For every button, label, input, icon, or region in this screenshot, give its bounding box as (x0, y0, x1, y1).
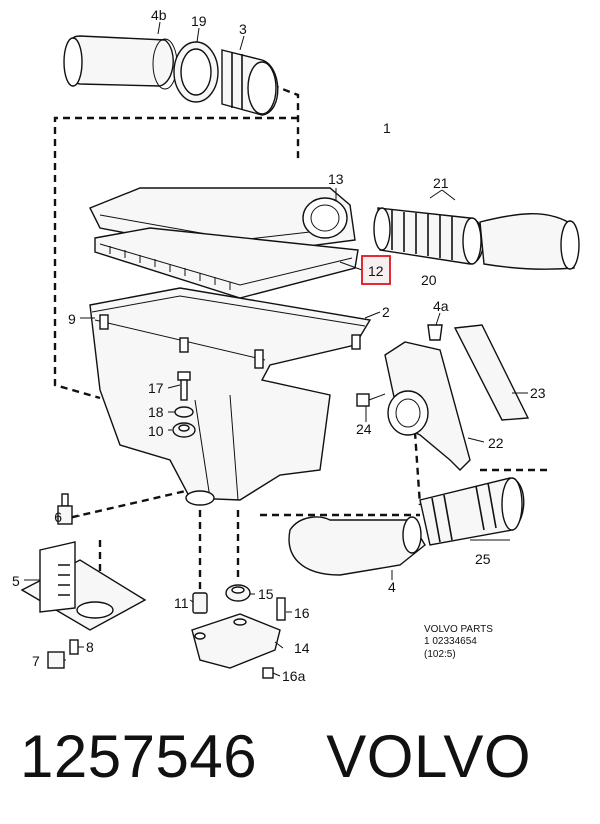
bracket-22 (384, 341, 471, 471)
lower-hose-4 (288, 516, 426, 576)
screw-8 (69, 639, 79, 655)
spacer-11 (192, 592, 208, 614)
filter-element (94, 227, 359, 299)
label-20: 20 (421, 272, 437, 288)
label-7: 7 (32, 653, 40, 669)
label-18: 18 (148, 404, 164, 420)
bracket-14 (191, 613, 281, 669)
bellows-25 (419, 477, 525, 546)
stamp-line-3: (102:5) (424, 649, 456, 660)
screw-16 (276, 597, 286, 621)
air-cleaner-housing (89, 287, 372, 506)
label-4b: 4b (151, 7, 167, 23)
part-labels: 4b 19 3 1 13 21 12 20 9 2 4a 17 23 18 10… (12, 7, 546, 684)
label-17: 17 (148, 380, 164, 396)
label-23: 23 (530, 385, 546, 401)
clip-4a (427, 324, 443, 341)
label-1: 1 (383, 120, 391, 136)
label-12: 12 (368, 263, 384, 279)
washer-18 (174, 406, 194, 418)
caption-part-number: 1257546 (20, 723, 258, 790)
seal-ring-19 (173, 41, 219, 103)
leader-lines (24, 21, 528, 677)
highlight-box (361, 255, 391, 285)
intake-pipe (479, 213, 580, 270)
label-19: 19 (191, 13, 207, 29)
label-16: 16 (294, 605, 310, 621)
label-13: 13 (328, 171, 344, 187)
bellows-hose-20 (373, 207, 485, 265)
label-24: 24 (356, 421, 372, 437)
bolt-17 (177, 371, 191, 401)
label-10: 10 (148, 423, 164, 439)
label-11: 11 (174, 595, 189, 611)
caption-brand: VOLVO (326, 723, 532, 790)
hose-3 (221, 49, 279, 116)
label-25: 25 (475, 551, 491, 567)
label-6: 6 (54, 509, 62, 525)
exploded-parts-diagram: 4b 19 3 1 13 21 12 20 9 2 4a 17 23 18 10… (12, 7, 580, 684)
label-2: 2 (382, 304, 390, 320)
label-3: 3 (239, 21, 247, 37)
label-22: 22 (488, 435, 504, 451)
label-4: 4 (388, 579, 396, 595)
grommet-10 (172, 422, 196, 438)
intake-duct-4b (63, 35, 178, 90)
label-8: 8 (86, 639, 94, 655)
screw-24 (356, 393, 386, 407)
label-16a: 16a (282, 668, 306, 684)
label-9: 9 (68, 311, 76, 327)
sensor-6 (57, 493, 73, 525)
stamp-line-1: VOLVO PARTS (424, 624, 493, 635)
stamp-line-2: 1 02334654 (424, 636, 477, 647)
label-15: 15 (258, 586, 274, 602)
label-21: 21 (433, 175, 449, 191)
caption: 1257546 VOLVO (20, 722, 531, 792)
shield-23 (453, 324, 530, 421)
label-4a: 4a (433, 298, 449, 314)
nut-7 (47, 651, 65, 669)
catalogue-stamp: VOLVO PARTS 1 02334654 (102:5) (424, 624, 493, 660)
rubber-mount-15 (225, 584, 251, 602)
screw-16a (262, 667, 274, 679)
label-14: 14 (294, 640, 310, 656)
label-5: 5 (12, 573, 20, 589)
mount-bracket-5 (20, 541, 147, 631)
